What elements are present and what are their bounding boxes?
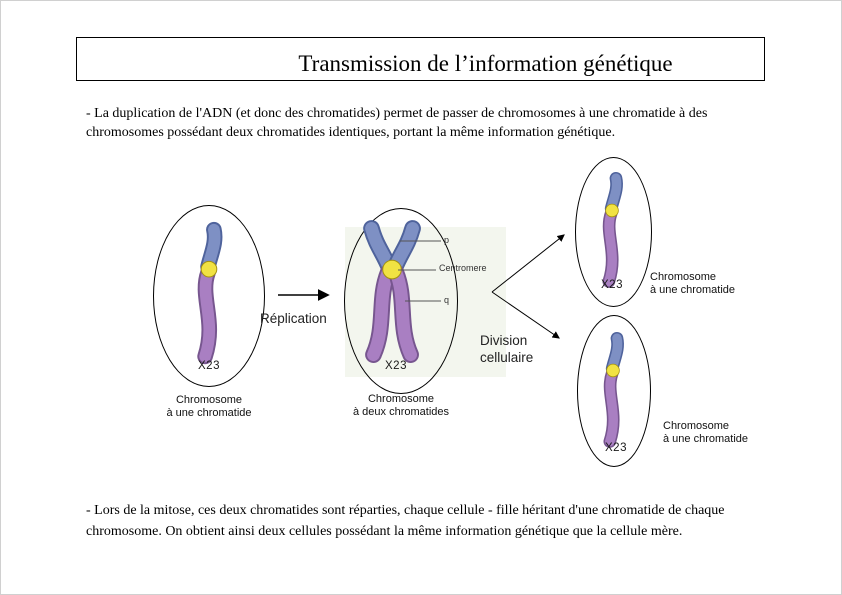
karyotype-middle: X23: [385, 360, 407, 372]
paragraph-duplication: - La duplication de l'ADN (et donc des c…: [86, 106, 708, 141]
caption-left-cell: Chromosome à une chromatide: [166, 394, 252, 419]
karyotype-bottom-right: X23: [605, 442, 627, 454]
paragraph-mitose: - Lors de la mitose, ces deux chromatide…: [86, 503, 725, 539]
caption-top-right-cell: Chromosome à une chromatide: [650, 271, 735, 296]
replication-label: Réplication: [260, 311, 327, 326]
karyotype-top-right: X23: [601, 279, 623, 291]
chromosome-one-chromatid-top-right-icon: [580, 168, 644, 295]
caption-bottom-right-cell: Chromosome à une chromatide: [663, 420, 748, 445]
chromosome-one-chromatid-left-icon: [168, 217, 250, 373]
division-label: Division cellulaire: [480, 333, 534, 365]
page-title: Transmission de l’information génétique: [298, 51, 673, 76]
annotation-p: p: [444, 235, 450, 245]
cell-middle-ellipse: [344, 208, 458, 394]
caption-middle-cell: Chromosome à deux chromatides: [353, 393, 449, 418]
title-box: Transmission de l’information génétique: [76, 37, 765, 81]
annotation-centromere: Centromere: [439, 263, 487, 273]
karyotype-left: X23: [198, 360, 220, 372]
chromosome-one-chromatid-bottom-right-icon: [581, 328, 645, 455]
annotation-q: q: [444, 295, 450, 305]
